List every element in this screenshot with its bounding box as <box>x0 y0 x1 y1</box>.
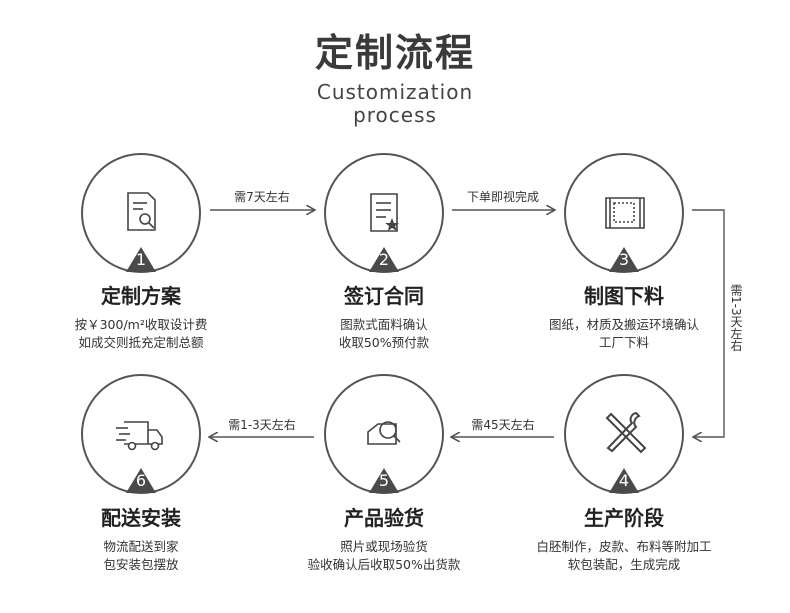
step-4-number: 4 <box>618 471 630 490</box>
arrow-2-3-label: 下单即视完成 <box>466 190 539 204</box>
page-subtitle-line1: Customization <box>316 80 474 104</box>
step-6-circle <box>81 374 201 494</box>
step-5-desc-line1: 照片或现场验货 <box>340 539 428 554</box>
blueprint-icon <box>605 197 645 229</box>
arrow-1-2-label: 需7天左右 <box>234 190 290 204</box>
document-search-icon <box>127 192 156 231</box>
step-5-number: 5 <box>378 471 390 490</box>
step-4-name: 生产阶段 <box>584 506 664 530</box>
truck-icon <box>116 421 163 451</box>
step-4-desc-line1: 白胚制作，皮款、布料等附加工 <box>536 539 712 554</box>
step-6-desc-line1: 物流配送到家 <box>103 539 179 554</box>
step-4-desc-line2: 软包装配，生成完成 <box>567 557 681 572</box>
step-3-desc-line1: 图纸，材质及搬运环境确认 <box>548 317 699 332</box>
step-6-desc-line2: 包安装包摆放 <box>103 557 179 572</box>
step-5-name: 产品验货 <box>344 506 424 530</box>
step-2-name: 签订合同 <box>344 284 424 308</box>
step-2-desc-line2: 收取50%预付款 <box>338 335 430 350</box>
page-title: 定制流程 <box>314 31 475 75</box>
arrow-3-4-label: 需1-3天左右 <box>729 284 743 352</box>
step-3-name: 制图下料 <box>584 284 664 308</box>
step-5-desc-line2: 验收确认后收取50%出货款 <box>307 557 461 572</box>
step-1-desc-line2: 如成交则抵充定制总额 <box>78 335 204 350</box>
page-subtitle-line2: process <box>353 103 437 127</box>
document-star-icon <box>370 193 399 232</box>
step-1-desc-line1: 按￥300/m²收取设计费 <box>74 317 208 332</box>
step-3-number: 3 <box>618 250 630 269</box>
arrow-5-6-label: 需1-3天左右 <box>228 418 296 432</box>
step-1-number: 1 <box>135 250 147 269</box>
step-5-circle <box>324 374 444 494</box>
step-2-desc-line1: 图款式面料确认 <box>340 317 428 332</box>
step-6-number: 6 <box>135 471 147 490</box>
step-1-name: 定制方案 <box>101 284 181 308</box>
step-3-desc-line2: 工厂下料 <box>598 335 649 350</box>
arrow-4-5-label: 需45天左右 <box>471 418 535 432</box>
arrow-3-4 <box>692 209 725 437</box>
step-6-name: 配送安装 <box>101 506 181 530</box>
step-1-circle <box>81 153 201 273</box>
inspect-icon <box>367 421 401 445</box>
step-2-number: 2 <box>378 250 390 269</box>
step-3-circle <box>564 153 684 273</box>
step-2-circle <box>324 153 444 273</box>
tools-icon <box>605 411 647 454</box>
